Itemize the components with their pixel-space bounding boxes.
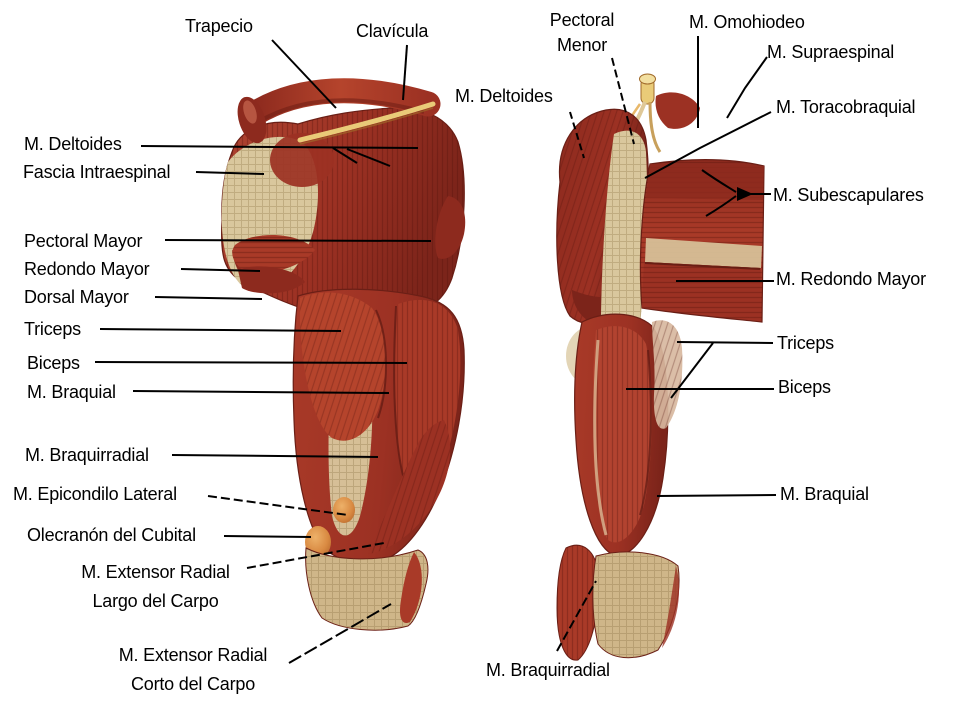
label-extensor-radial-largo: M. Extensor Radial Largo del Carpo: [81, 562, 230, 611]
line-extensor-corto: [288, 603, 392, 664]
label-extensor-radial-corto: M. Extensor Radial Corto del Carpo: [118, 645, 268, 694]
line-deltoides-right: [569, 111, 585, 159]
right-arm-figure: [556, 73, 765, 661]
label-braquial-left: M. Braquial: [27, 382, 116, 402]
line-epicondilo-lateral: [207, 495, 349, 516]
subescapulares-arrowhead-icon: [737, 187, 753, 201]
line-braquirradial-left: [171, 454, 379, 458]
label-clavicula: Clavícula: [356, 21, 429, 41]
label-redondo-mayor-right: M. Redondo Mayor: [776, 269, 926, 289]
label-epicondilo-lateral: M. Epicondilo Lateral: [13, 484, 177, 504]
label-triceps-right: Triceps: [777, 333, 834, 353]
label-subescapulares: M. Subescapulares: [773, 185, 924, 205]
label-fascia-intraespinal: Fascia Intraespinal: [23, 162, 171, 182]
line-olecranon-cubital: [223, 535, 312, 538]
line-braquial-right: [656, 494, 777, 497]
leader-lines: [94, 36, 777, 664]
label-trapecio: Trapecio: [185, 16, 253, 36]
line-dorsal-mayor: [154, 296, 263, 300]
line-redondo-mayor: [180, 268, 261, 272]
label-braquirradial-left: M. Braquirradial: [25, 445, 149, 465]
line-deltoides-left: [140, 145, 419, 149]
label-deltoides-right: M. Deltoides: [455, 86, 553, 106]
line-clavicula: [402, 44, 408, 101]
line-triceps-right: [676, 341, 774, 344]
label-braquial-right: M. Braquial: [780, 484, 869, 504]
left-arm-figure: [220, 78, 466, 631]
line-toracobraquial: [644, 111, 772, 179]
line-pectoral-mayor: [164, 239, 432, 242]
label-deltoides-left: M. Deltoides: [24, 134, 122, 154]
line-pectoral-menor: [611, 57, 635, 145]
label-omohiodeo: M. Omohiodeo: [689, 12, 805, 32]
label-supraespinal: M. Supraespinal: [767, 42, 895, 62]
label-biceps-right: Biceps: [778, 377, 831, 397]
label-olecranon-cubital: Olecranón del Cubital: [27, 525, 196, 545]
label-triceps-left: Triceps: [24, 319, 81, 339]
line-braquial-left: [132, 390, 390, 394]
label-dorsal-mayor: Dorsal Mayor: [24, 287, 129, 307]
line-braquirradial-right: [556, 580, 597, 652]
label-biceps-left: Biceps: [27, 353, 80, 373]
line-extensor-largo: [246, 542, 385, 569]
line-supraespinal: [726, 56, 768, 119]
label-pectoral-menor: Pectoral Menor: [549, 10, 615, 55]
line-subescapulares-tail-lower: [705, 195, 737, 217]
label-pectoral-mayor: Pectoral Mayor: [24, 231, 143, 251]
label-braquirradial-right: M. Braquirradial: [486, 660, 610, 680]
line-triceps-left: [99, 328, 342, 332]
line-subescapulares-tail-upper: [701, 169, 737, 193]
line-fascia-intraespinal: [195, 171, 265, 175]
line-trapecio: [271, 39, 337, 109]
label-redondo-mayor: Redondo Mayor: [24, 259, 150, 279]
label-toracobraquial: M. Toracobraquial: [776, 97, 916, 117]
line-biceps-left: [94, 361, 408, 364]
